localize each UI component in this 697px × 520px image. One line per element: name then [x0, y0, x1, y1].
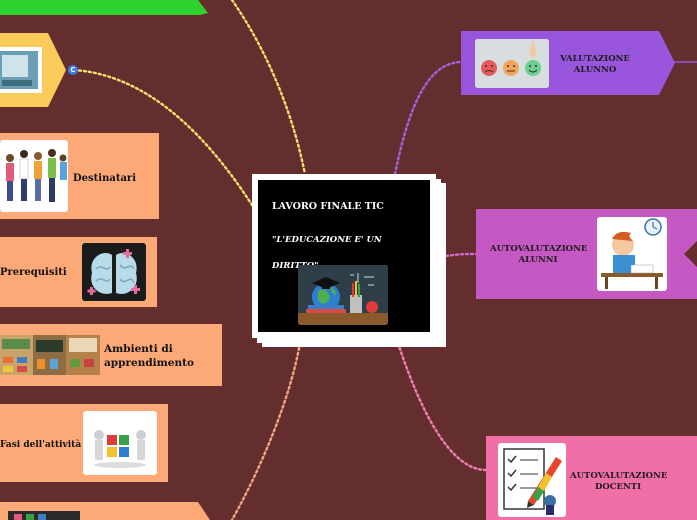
- autovalutazione-docenti-label: AUTOVALUTAZIONE DOCENTI: [570, 471, 668, 493]
- ambienti-label: Ambienti di apprendimento: [104, 343, 194, 369]
- center-subtitle: "L'EDUCAZIONE E' UN DIRITTO": [272, 235, 382, 271]
- center-title: LAVORO FINALE TIC: [272, 201, 384, 212]
- node-prerequisiti[interactable]: Prerequisiti: [0, 237, 157, 307]
- checklist-pencil-image: [498, 443, 566, 517]
- node-destinatari[interactable]: Destinatari: [0, 133, 159, 219]
- yellow-branch-shape[interactable]: [0, 33, 66, 107]
- c-badge-icon[interactable]: C: [68, 65, 78, 75]
- link-bottom-salmon: [230, 341, 302, 520]
- green-branch-shape[interactable]: [0, 0, 210, 16]
- node-ambienti[interactable]: Ambienti di apprendimento: [0, 324, 222, 386]
- link-top-yellow: [230, 0, 307, 176]
- fasi-label: Fasi dell'attività: [0, 440, 82, 450]
- node-fasi[interactable]: Fasi dell'attività: [0, 404, 168, 482]
- link-autovalutazione-alunni: [444, 252, 478, 258]
- student-thinking-image: [597, 217, 667, 291]
- brain-image: [82, 243, 146, 301]
- classroom-image: [0, 335, 100, 375]
- smiley-faces-image: [475, 39, 549, 88]
- link-valutazione: [393, 60, 464, 176]
- link-autovalutazione-docenti: [396, 341, 488, 472]
- puzzle-image: [83, 411, 157, 475]
- bottom-branch-shape[interactable]: [0, 502, 210, 520]
- autovalutazione-alunni-label: AUTOVALUTAZIONE ALUNNI: [490, 244, 588, 266]
- valutazione-label: VALUTAZIONE ALUNNO: [560, 54, 630, 76]
- center-node-inner: LAVORO FINALE TIC "L'EDUCAZIONE E' UN DI…: [258, 180, 430, 332]
- destinatari-label: Destinatari: [73, 173, 136, 184]
- globe-books-image: [298, 265, 388, 325]
- link-c-badge: [72, 68, 254, 207]
- c-badge-text: C: [70, 66, 76, 74]
- prerequisiti-label: Prerequisiti: [0, 267, 67, 278]
- center-node[interactable]: LAVORO FINALE TIC "L'EDUCAZIONE E' UN DI…: [252, 174, 436, 338]
- students-image: [0, 140, 68, 212]
